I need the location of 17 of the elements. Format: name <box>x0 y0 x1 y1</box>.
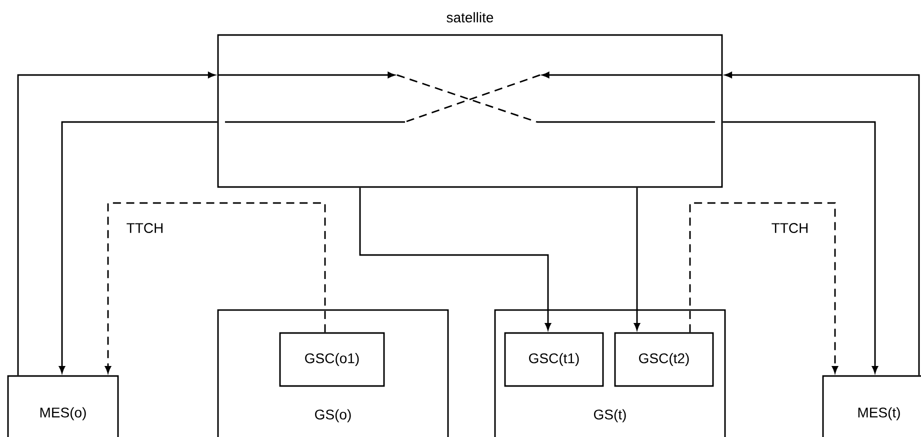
controller-box: GSC(t2) <box>614 332 714 387</box>
edge-label: TTCH <box>770 222 810 234</box>
edge-label: TTCH <box>125 222 165 234</box>
satellite-box: satellite <box>217 12 723 188</box>
terminal-box: MES(t) <box>822 375 921 437</box>
dashed-arrow <box>104 202 326 374</box>
node-label: satellite <box>446 12 494 22</box>
controller-box: GSC(o1) <box>279 332 385 387</box>
dashed-arrow <box>689 202 838 374</box>
arrow <box>634 188 640 330</box>
arrow <box>722 121 878 374</box>
terminal-box: MES(o) <box>7 375 119 437</box>
controller-box: GSC(t1) <box>504 332 604 387</box>
arrow <box>58 121 218 374</box>
arrow <box>17 72 216 376</box>
arrow <box>724 72 920 376</box>
arrow <box>359 188 552 330</box>
